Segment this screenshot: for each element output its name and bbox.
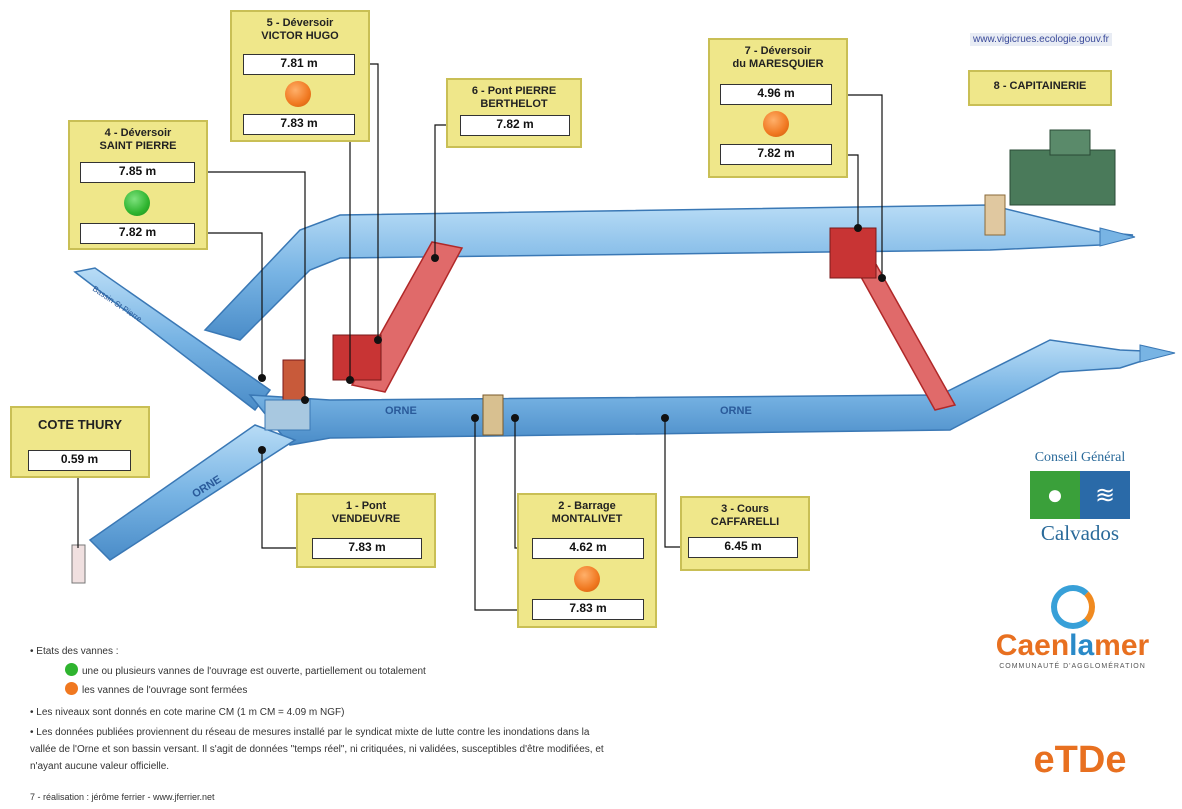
legend-closed-row: les vannes de l'ouvrage sont fermées — [65, 682, 247, 698]
station-4-downstream-value: 7.82 m — [80, 223, 195, 244]
connector-dot — [374, 336, 382, 344]
caen-word: Caen — [995, 629, 1070, 662]
station-3-value: 6.45 m — [688, 537, 798, 558]
etde-logo: eTDe — [1033, 739, 1127, 781]
capitainerie-gate — [984, 194, 1006, 236]
credit-line: 7 - réalisation : jérôme ferrier - www.j… — [30, 792, 215, 802]
gate-closed-indicator — [763, 111, 789, 137]
connector-dot — [661, 414, 669, 422]
connector-dot — [346, 376, 354, 384]
closed-dot-icon — [65, 682, 78, 695]
station-2-downstream-value: 7.83 m — [532, 599, 644, 620]
cg-bottom-text: Calvados — [1040, 521, 1120, 545]
bassin-st-pierre-canal — [73, 267, 272, 412]
source-url[interactable]: www.vigicrues.ecologie.gouv.fr — [970, 33, 1112, 46]
connector-dots — [258, 224, 886, 454]
caen-subtitle: COMMUNAUTÉ D'AGGLOMÉRATION — [999, 663, 1146, 670]
station-3-caffarelli: 3 - Cours CAFFARELLI — [680, 496, 810, 571]
legend-heading: • Etats des vannes : — [30, 646, 119, 657]
station-title: COTE THURY — [37, 417, 123, 432]
connector-line — [832, 94, 883, 278]
station-title: 3 - Cours CAFFARELLI — [710, 503, 780, 528]
open-dot-icon — [65, 663, 78, 676]
orne-lower-arm — [88, 424, 297, 561]
legend-closed-text: les vannes de l'ouvrage sont fermées — [82, 685, 248, 696]
gate-closed-indicator — [285, 81, 311, 107]
connector-line — [474, 418, 532, 611]
victor-hugo-gate — [332, 334, 382, 381]
station-title: 4 - Déversoir SAINT PIERRE — [99, 127, 177, 152]
station-5-downstream-value: 7.83 m — [243, 114, 355, 135]
capitainerie-building — [1009, 149, 1116, 206]
station-5-upstream-value: 7.81 m — [243, 54, 355, 75]
station-8-capitainerie: 8 - CAPITAINERIE — [968, 70, 1112, 106]
connector-dot — [854, 224, 862, 232]
legend-open-text: une ou plusieurs vannes de l'ouvrage est… — [82, 666, 426, 677]
legend-data-line-2: vallée de l'Orne et son bassin versant. … — [30, 744, 604, 755]
connector-dot — [511, 414, 519, 422]
gate-closed-indicator — [574, 566, 600, 592]
station-2-upstream-value: 4.62 m — [532, 538, 644, 559]
station-6-value: 7.82 m — [460, 115, 570, 136]
station-title: 1 - Pont VENDEUVRE — [331, 500, 401, 525]
connector-dot — [301, 396, 309, 404]
connector-dot — [878, 274, 886, 282]
conseil-general-logo: Conseil Général ● ≋ Calvados — [1005, 450, 1155, 546]
legend-open-row: une ou plusieurs vannes de l'ouvrage est… — [65, 663, 426, 679]
montalivet-gate — [482, 394, 504, 436]
river-label-orne: ORNE — [385, 405, 417, 417]
gate-open-indicator — [124, 190, 150, 216]
maresquier-gate — [829, 227, 877, 279]
capitainerie-block — [1049, 129, 1091, 156]
station-title: 6 - Pont PIERRE BERTHELOT — [471, 85, 557, 110]
la-word: la — [1069, 629, 1095, 662]
flow-arrow — [1099, 227, 1136, 247]
flow-arrow — [1139, 344, 1176, 363]
caen-la-mer-logo: Caenlamer COMMUNAUTÉ D'AGGLOMÉRATION — [970, 585, 1175, 670]
caen-swirl-icon — [1050, 585, 1095, 629]
station-7-upstream-value: 4.96 m — [720, 84, 832, 105]
cote-thury-value: 0.59 m — [28, 450, 131, 471]
station-7-downstream-value: 7.82 m — [720, 144, 832, 165]
cg-top-text: Conseil Général — [1034, 450, 1126, 465]
cote-thury-gauge — [71, 544, 86, 584]
caen-wordmark: Caenlamer — [970, 629, 1175, 663]
station-title: 2 - Barrage MONTALIVET — [551, 500, 623, 525]
river-label-orne: ORNE — [720, 405, 752, 417]
station-title: 8 - CAPITAINERIE — [993, 80, 1087, 92]
vendeuvre-bridge — [264, 399, 311, 431]
waves-icon: ≋ — [1080, 471, 1130, 519]
connector-dot — [471, 414, 479, 422]
connector-dot — [258, 374, 266, 382]
legend-data-line-3: n'ayant aucune valeur officielle. — [30, 761, 170, 772]
station-6-pierre-berthelot: 6 - Pont PIERRE BERTHELOT — [446, 78, 582, 148]
connector-dot — [258, 446, 266, 454]
station-4-upstream-value: 7.85 m — [80, 162, 195, 183]
station-1-value: 7.83 m — [312, 538, 422, 559]
station-title: 7 - Déversoir du MARESQUIER — [732, 45, 824, 70]
cg-emblem: ● ≋ — [1030, 471, 1130, 519]
station-title: 5 - Déversoir VICTOR HUGO — [261, 17, 339, 42]
connector-dot — [431, 254, 439, 262]
connector-line — [195, 171, 306, 400]
mer-word: mer — [1094, 629, 1150, 662]
legend-data-line-1: • Les données publiées proviennent du ré… — [30, 727, 590, 738]
apple-icon: ● — [1030, 471, 1080, 519]
connector-line — [261, 450, 312, 549]
legend-levels: • Les niveaux sont donnés en cote marine… — [30, 707, 345, 718]
connector-line — [195, 232, 263, 378]
